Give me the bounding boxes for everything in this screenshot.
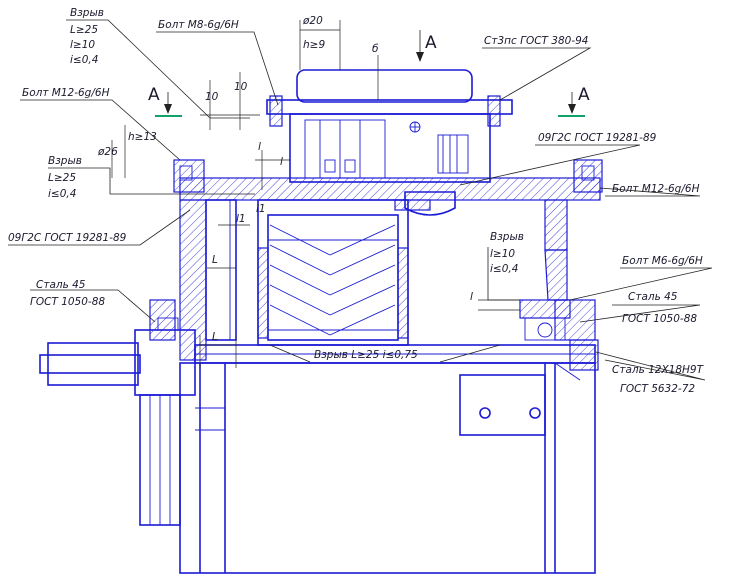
section-label-a-top: А	[425, 33, 437, 53]
label-bolt-m12-left: Болт М12-6g/6Н	[22, 87, 110, 99]
section-label-a-right: А	[578, 85, 590, 105]
stator-rotor	[257, 199, 409, 346]
label-dim-l-c: l	[470, 291, 473, 303]
label-dim-l1a: l1	[236, 213, 246, 225]
section-label-a-left: А	[148, 85, 160, 105]
label-dia26: ø26	[97, 146, 118, 158]
label-steel45-right-a: Сталь 45	[628, 291, 678, 303]
label-h9: h≥9	[303, 39, 325, 51]
leaders	[8, 19, 713, 381]
label-dim-l-b: l	[280, 156, 283, 168]
label-dim10a: 10	[205, 91, 219, 103]
label-l25-top: L≥25	[70, 24, 98, 36]
label-bolt-m6: Болт М6-6g/6Н	[622, 255, 703, 267]
lower-view	[139, 362, 596, 574]
label-i04-right: i≤0,4	[490, 263, 518, 275]
label-vzryv-top: Взрыв	[70, 7, 104, 19]
label-steel45-left-b: ГОСТ 1050-88	[30, 296, 105, 308]
label-b6: б	[372, 43, 379, 55]
label-l10-right: l≥10	[490, 248, 515, 260]
label-dim-L-a: L	[212, 254, 218, 266]
label-steel45-left-a: Сталь 45	[36, 279, 86, 291]
label-st3ps: Ст3пс ГОСТ 380-94	[484, 35, 589, 47]
label-dim-l-a: l	[258, 141, 261, 153]
label-h13: h≥13	[128, 131, 157, 143]
label-i04-top: i≤0,4	[70, 54, 98, 66]
label-vzryv-bottom: Взрыв L≥25 i≤0,75	[314, 349, 418, 361]
label-09g2s-left: 09Г2С ГОСТ 19281-89	[8, 232, 127, 244]
labels: Взрыв L≥25 l≥10 i≤0,4 Болт М8-6g/6Н ø20 …	[8, 7, 705, 395]
label-l25-left: L≥25	[48, 172, 76, 184]
section-arrows	[155, 30, 585, 117]
label-09g2s-right: 09Г2С ГОСТ 19281-89	[538, 132, 657, 144]
label-vzryv-right: Взрыв	[490, 231, 524, 243]
label-dim10b: 10	[234, 81, 248, 93]
frame-housing	[173, 159, 603, 361]
label-i04-left: i≤0,4	[48, 188, 76, 200]
label-bolt-m12-right: Болт М12-6g/6Н	[612, 183, 700, 195]
label-dim-L-b: L	[212, 331, 218, 343]
shaft-assembly	[39, 299, 599, 396]
label-vzryv-left: Взрыв	[48, 155, 82, 167]
label-dia20: ø20	[302, 15, 323, 27]
label-bolt-m8: Болт М8-6g/6Н	[158, 19, 239, 31]
label-dim-l1b: l1	[256, 203, 266, 215]
label-steel45-right-b: ГОСТ 1050-88	[622, 313, 697, 325]
label-steel12x-a: Сталь 12Х18Н9Т	[612, 364, 705, 376]
label-steel12x-b: ГОСТ 5632-72	[620, 383, 695, 395]
label-l10-top: l≥10	[70, 39, 95, 51]
